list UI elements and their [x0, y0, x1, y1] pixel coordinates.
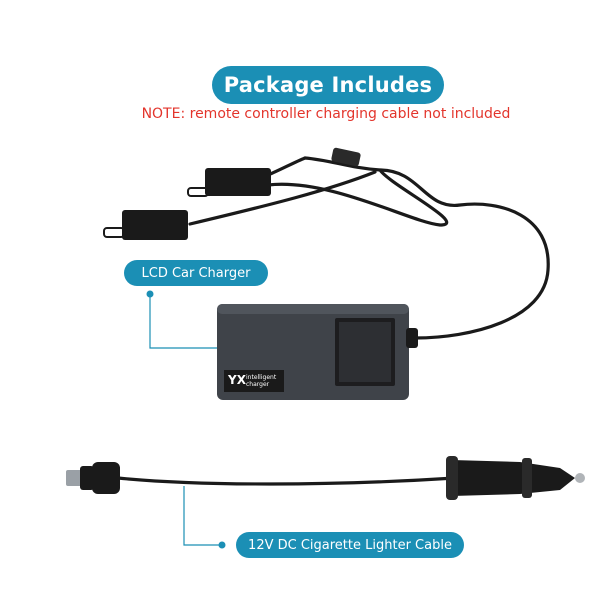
dc-lighter-cable — [66, 456, 585, 500]
cable-label-text: 12V DC Cigarette Lighter Cable — [248, 537, 452, 553]
connector-plug-lower — [103, 210, 188, 240]
page-title: Package Includes — [223, 73, 433, 97]
brand-logo: YX — [228, 373, 246, 387]
brand-line-2: charger — [246, 381, 270, 388]
charger-body — [217, 304, 418, 400]
cable-leader-line — [183, 486, 226, 549]
brand-line-1: intelligent — [246, 374, 277, 381]
cable-label: 12V DC Cigarette Lighter Cable — [236, 532, 464, 558]
note-text: NOTE: remote controller charging cable n… — [141, 106, 511, 122]
cable-clip — [331, 147, 361, 167]
lcd-leader-line — [146, 290, 218, 349]
lcd-charger-label-text: LCD Car Charger — [141, 265, 251, 281]
lcd-charger-label: LCD Car Charger — [124, 260, 268, 286]
brand-text: intelligent charger — [246, 374, 276, 388]
title-banner: Package Includes — [212, 66, 444, 104]
connector-plug-upper — [187, 168, 271, 197]
charger-cables — [188, 156, 550, 340]
